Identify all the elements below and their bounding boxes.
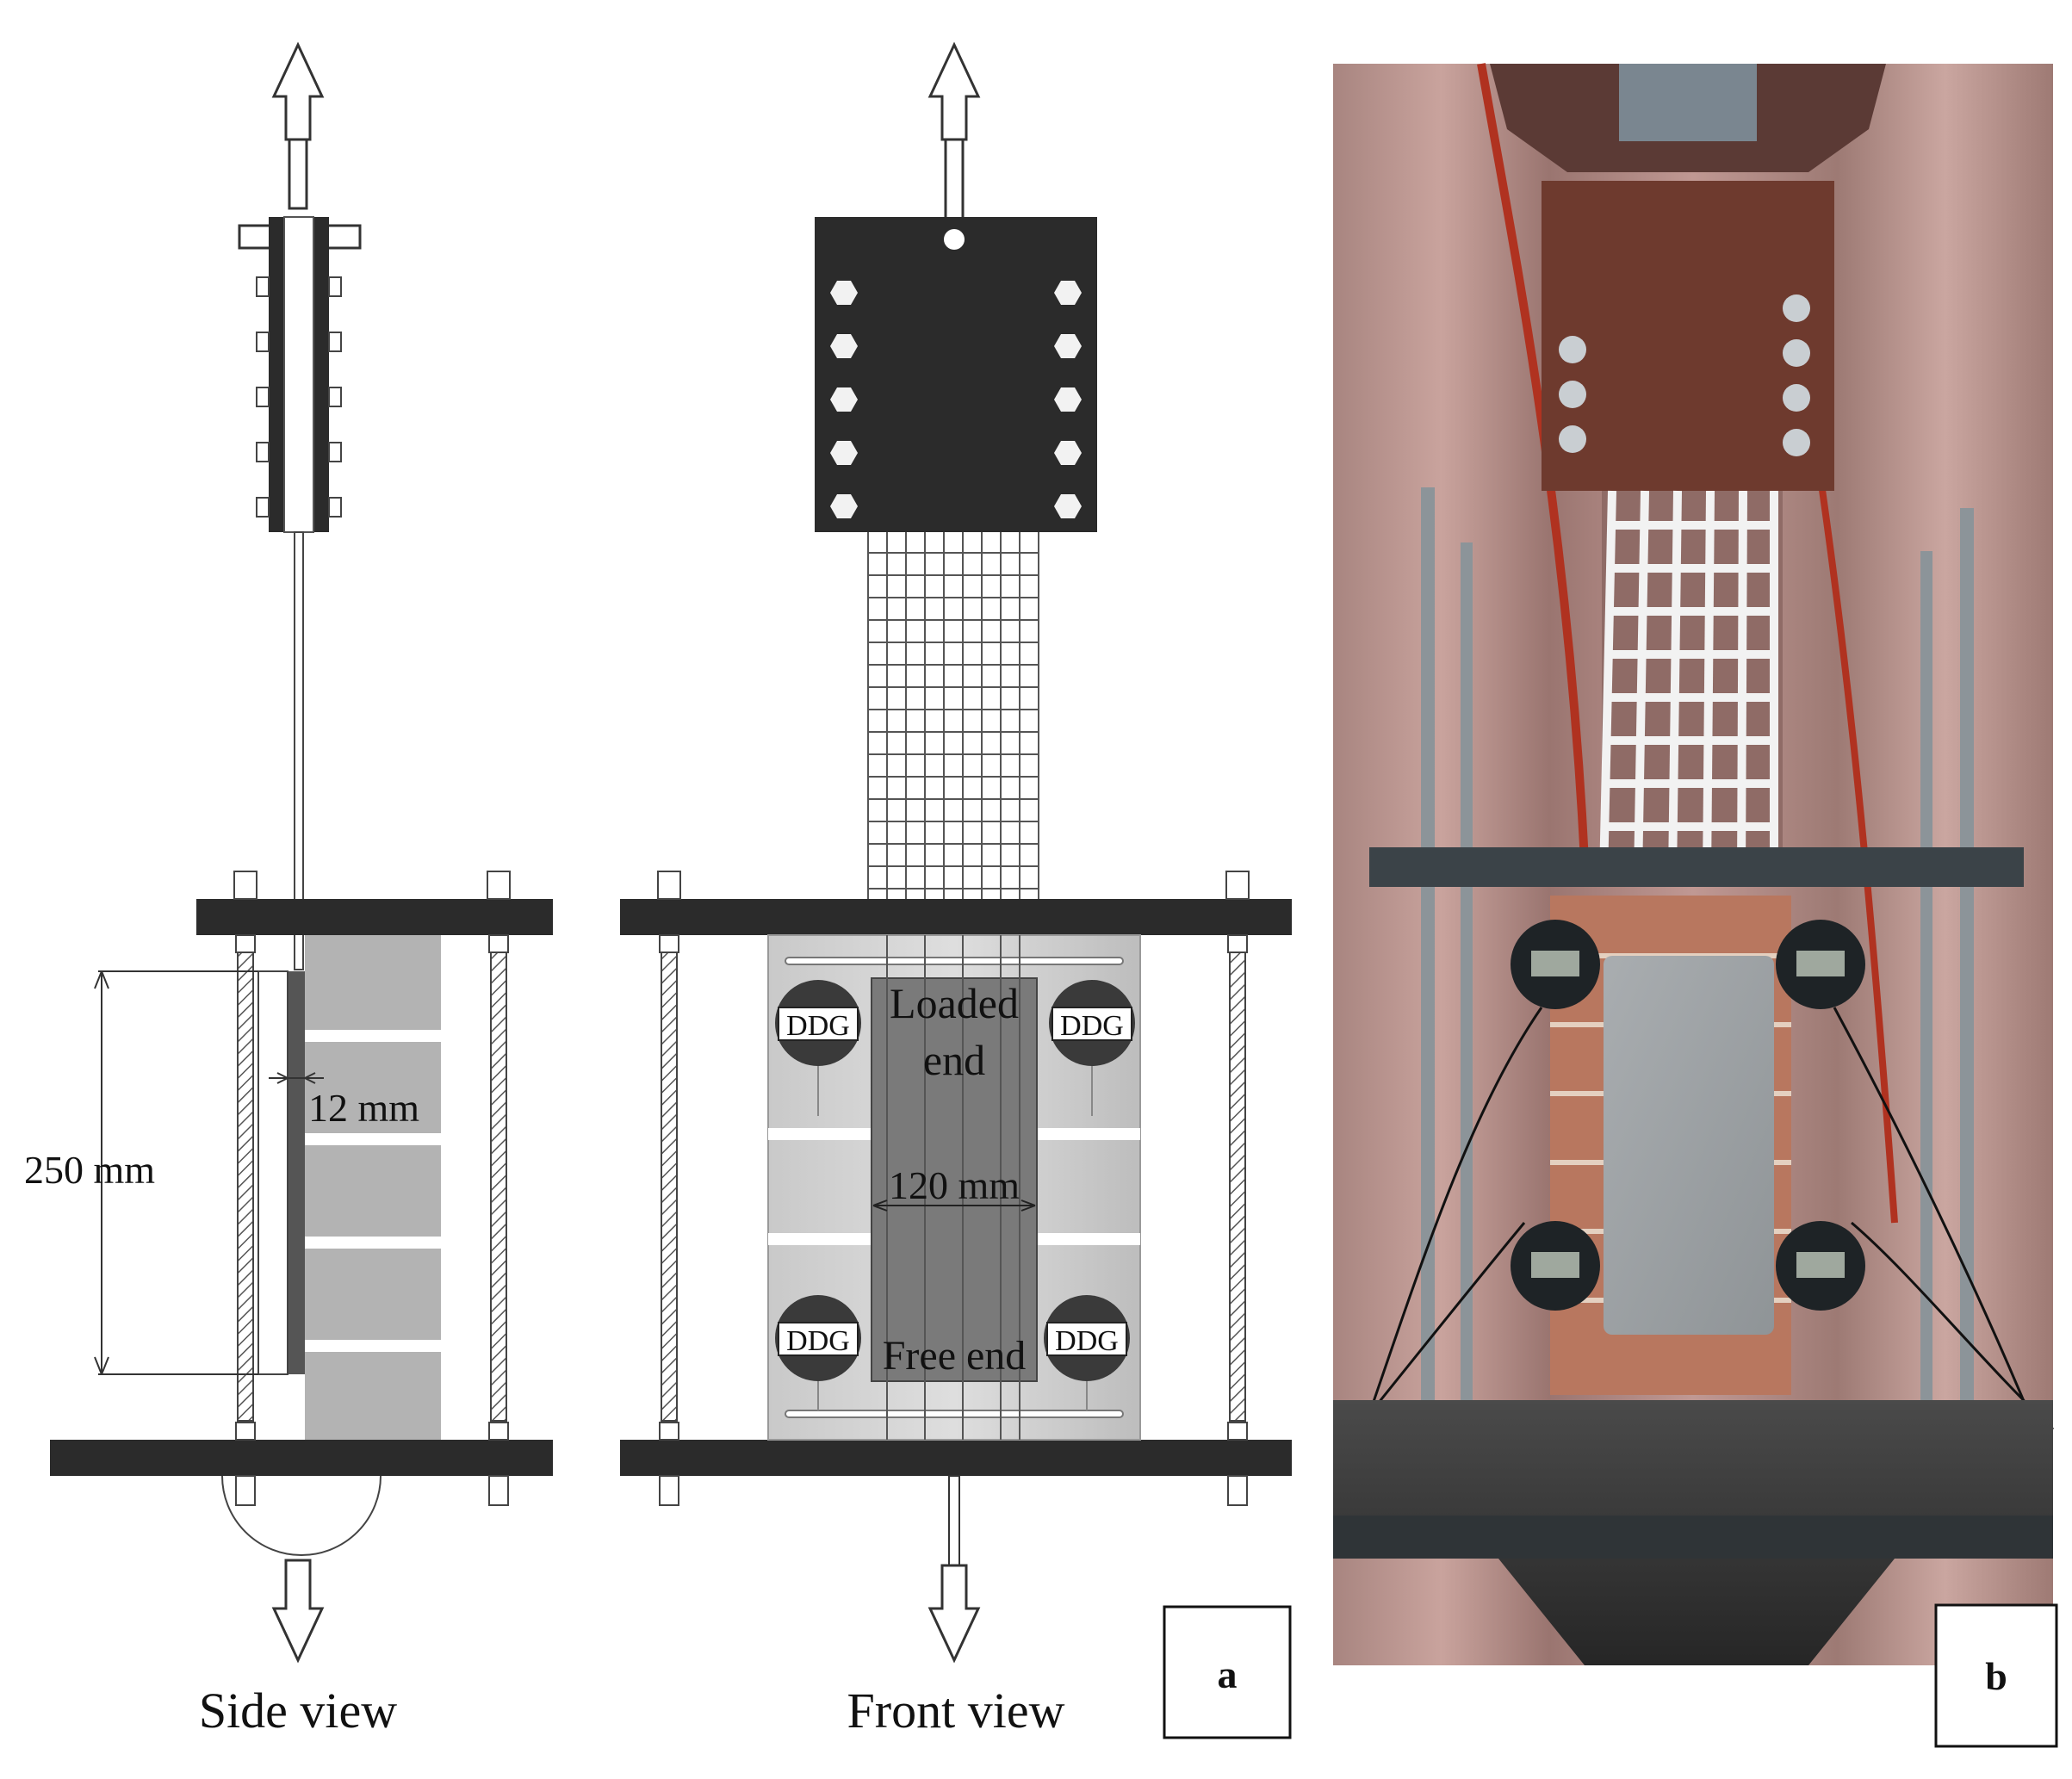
side-dim-250-label: 250 mm [24, 1148, 155, 1192]
front-bottom-plate [620, 1440, 1292, 1476]
svg-text:DDG: DDG [1055, 1325, 1119, 1357]
front-free-end-label: Free end [883, 1333, 1027, 1379]
photo-mortar-patch [1604, 956, 1774, 1335]
front-bottom-load-arrow-icon [927, 1564, 981, 1664]
front-loaded-end-line1: Loaded [890, 979, 1019, 1027]
panel-label-b: b [1934, 1603, 2058, 1748]
side-grip-plate-right [313, 217, 329, 532]
front-mortar-strip [871, 935, 1038, 1440]
front-dim-120-label: 120 mm [889, 1163, 1020, 1207]
svg-text:b: b [1985, 1654, 2007, 1698]
ddg-gauge-bottom-right-icon: DDG [1044, 1295, 1130, 1381]
photo-grip-bolts [1559, 294, 1810, 456]
front-top-load-arrow-icon [927, 41, 981, 141]
side-bottom-plate [50, 1440, 553, 1476]
side-mesh-strip [294, 531, 304, 970]
side-view: 250 mm 12 mm Side view [24, 41, 553, 1739]
front-view: 120 mm Loaded end Free end DDG DDG DDG D… [620, 41, 1292, 1739]
ddg-gauge-bottom-left-icon: DDG [775, 1295, 861, 1381]
svg-text:DDG: DDG [1060, 1010, 1124, 1042]
front-grip-block [815, 217, 1097, 532]
svg-text:DDG: DDG [786, 1325, 850, 1357]
side-bottom-clevis [221, 1475, 382, 1556]
front-mesh-grid [867, 532, 1039, 899]
side-threaded-rods [233, 871, 511, 1506]
side-top-plate [196, 899, 553, 935]
panel-label-a: a [1163, 1605, 1292, 1739]
ddg-gauge-top-right-icon: DDG [1049, 980, 1135, 1066]
front-grip-pin-hole [944, 229, 965, 250]
side-masonry-prism [305, 935, 441, 1440]
svg-text:a: a [1218, 1652, 1238, 1696]
side-grip-plate-left [269, 217, 284, 532]
side-mortar-layer [288, 971, 305, 1374]
front-threaded-rods [657, 871, 1250, 1506]
side-view-caption: Side view [199, 1683, 397, 1739]
front-view-caption: Front view [847, 1683, 1065, 1739]
top-load-arrow-icon [271, 41, 325, 141]
photo-glass-fiber-mesh [1599, 490, 1783, 879]
front-top-plate [620, 899, 1292, 935]
front-loaded-end-line2: end [923, 1036, 985, 1084]
side-grip-bolts [256, 276, 342, 518]
ddg-gauge-top-left-icon: DDG [775, 980, 861, 1066]
photo-hose-left [1477, 63, 1589, 862]
front-grip-bolts [830, 281, 1082, 518]
side-dim-12 [269, 1072, 324, 1084]
bottom-load-arrow-icon [271, 1559, 325, 1664]
side-dim-12-label: 12 mm [308, 1086, 419, 1130]
photo-threaded-rods [1421, 487, 1974, 1421]
svg-text:DDG: DDG [786, 1010, 850, 1042]
photo-test-rig [1333, 63, 2055, 1665]
photo-dial-gauges [1511, 920, 1865, 1311]
photo-top-plate [1369, 847, 2024, 887]
front-dim-120 [872, 1199, 1036, 1212]
side-dim-250 [94, 970, 258, 1375]
